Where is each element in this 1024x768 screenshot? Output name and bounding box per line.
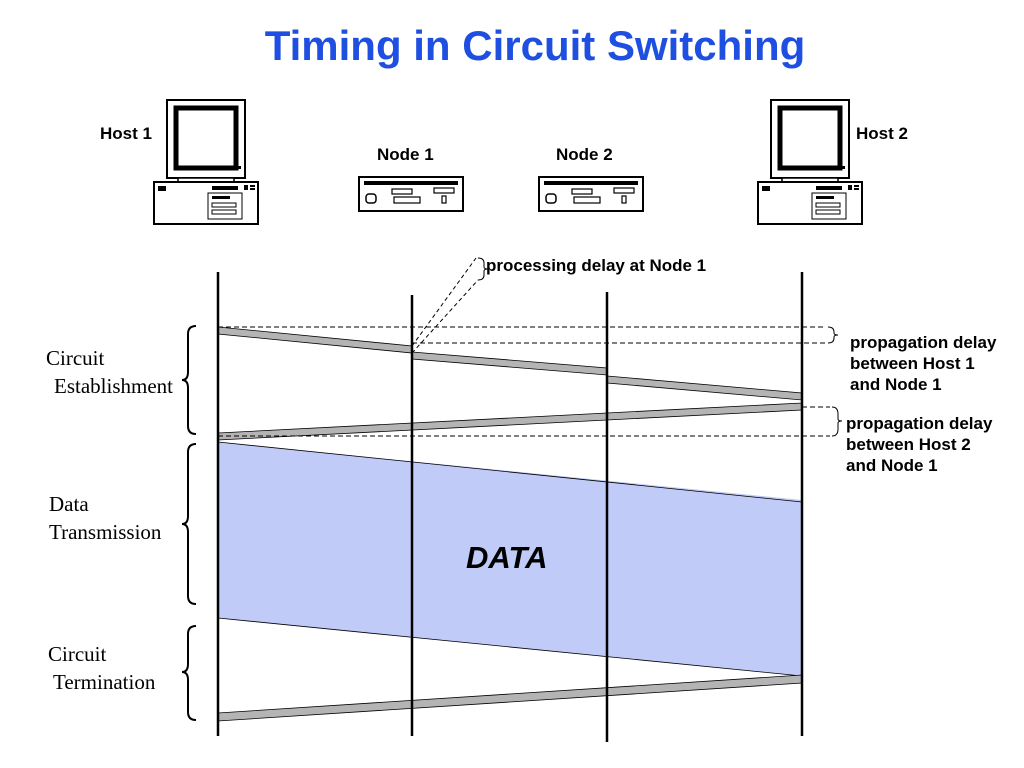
data-label: DATA [466, 540, 548, 575]
prop-delay-2-line-2: between Host 2 [846, 435, 971, 454]
page-title: Timing in Circuit Switching [264, 22, 806, 69]
prop-delay-1-line-1: propagation delay [850, 333, 997, 352]
prop-delay-1-label: propagation delay between Host 1 and Nod… [850, 332, 996, 395]
request-segment-2 [411, 351, 608, 376]
establishment-brace [181, 325, 197, 435]
processing-brace [477, 257, 489, 281]
ack-signal [217, 402, 803, 441]
switch-node-icon [538, 176, 644, 212]
data-region-bottom-edge [217, 617, 803, 677]
prop-delay-1-line-3: and Node 1 [850, 375, 942, 394]
termination-brace [181, 625, 197, 721]
termination-signal [217, 674, 803, 722]
processing-callout-line-1 [411, 257, 477, 347]
phase-establishment-line-2: Establishment [54, 374, 173, 398]
phase-termination-line-1: Circuit [48, 642, 107, 666]
node2-label: Node 2 [556, 145, 613, 164]
data-region-top-edge [217, 441, 803, 503]
switch-node-icon [358, 176, 464, 212]
phase-termination-line-2: Termination [53, 670, 156, 694]
prop-delay-1-line-2: between Host 1 [850, 354, 975, 373]
prop-delay-2-line-1: propagation delay [846, 414, 993, 433]
phase-termination-label: Circuit Termination [48, 640, 155, 696]
computer-icon [153, 99, 259, 225]
prop2-brace [831, 406, 843, 437]
host1-label: Host 1 [100, 124, 152, 143]
phase-establishment-label: Circuit Establishment [46, 344, 173, 400]
processing-callout-line-2 [411, 279, 479, 354]
transmission-brace [181, 443, 197, 605]
phase-establishment-line-1: Circuit [46, 346, 105, 370]
prop-delay-2-line-3: and Node 1 [846, 456, 938, 475]
phase-transmission-label: Data Transmission [49, 490, 161, 546]
request-segment-1 [217, 326, 413, 354]
computer-icon [757, 99, 863, 225]
data-region [218, 442, 802, 676]
processing-delay-label: processing delay at Node 1 [486, 256, 707, 275]
host2-label: Host 2 [856, 124, 908, 143]
prop-delay-2-label: propagation delay between Host 2 and Nod… [846, 413, 992, 476]
prop1-brace [827, 326, 839, 344]
node1-label: Node 1 [377, 145, 434, 164]
phase-transmission-line-2: Transmission [49, 520, 162, 544]
request-segment-3 [606, 375, 803, 401]
phase-transmission-line-1: Data [49, 492, 89, 516]
